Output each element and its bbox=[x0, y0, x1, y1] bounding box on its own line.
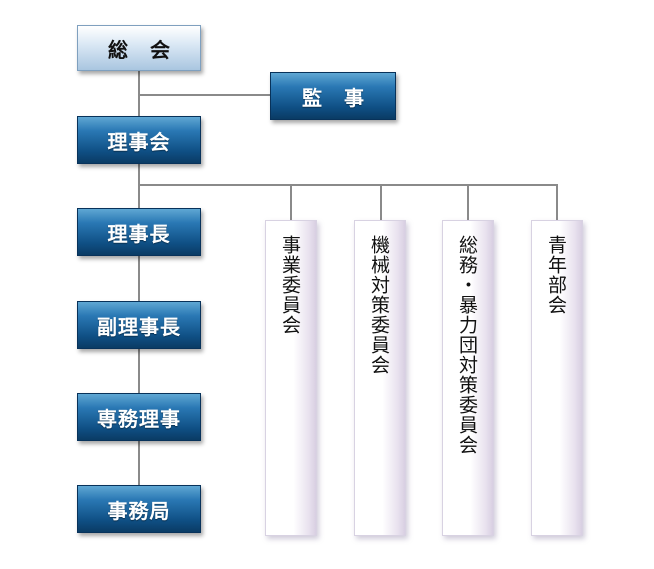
managing-director-label: 専務理事 bbox=[97, 406, 181, 431]
committee-connector-2 bbox=[380, 184, 382, 221]
committee-card-general-affairs: 総務・暴力団対策委員会 bbox=[442, 220, 494, 536]
secretariat-label: 事務局 bbox=[107, 498, 171, 523]
vice-chairman-box: 副理事長 bbox=[77, 301, 201, 349]
committee-label-business: 事業委員会 bbox=[279, 235, 301, 335]
board-label: 理事会 bbox=[107, 129, 171, 154]
general-assembly-label: 総会 bbox=[108, 37, 192, 62]
committee-card-youth: 青年部会 bbox=[531, 220, 583, 536]
vice-chairman-label: 副理事長 bbox=[97, 314, 181, 339]
secretariat-box: 事務局 bbox=[77, 485, 201, 533]
committee-label-machinery: 機械対策委員会 bbox=[368, 235, 390, 375]
board-box: 理事会 bbox=[77, 116, 201, 164]
main-vertical-connector bbox=[138, 70, 140, 485]
committee-connector-4 bbox=[556, 184, 558, 221]
auditor-label: 監事 bbox=[302, 85, 386, 110]
committee-connector-3 bbox=[467, 184, 469, 221]
committee-card-business: 事業委員会 bbox=[265, 220, 317, 536]
committee-label-general-affairs: 総務・暴力団対策委員会 bbox=[456, 235, 478, 455]
chairman-box: 理事長 bbox=[77, 208, 201, 256]
auditor-connector bbox=[138, 94, 270, 96]
auditor-box: 監事 bbox=[270, 72, 396, 120]
general-assembly-box: 総会 bbox=[77, 25, 201, 71]
committee-card-machinery: 機械対策委員会 bbox=[354, 220, 406, 536]
managing-director-box: 専務理事 bbox=[77, 393, 201, 441]
committee-connector-1 bbox=[290, 184, 292, 221]
committee-horizontal-connector bbox=[138, 184, 558, 186]
committee-label-youth: 青年部会 bbox=[545, 235, 567, 315]
chairman-label: 理事長 bbox=[107, 221, 171, 246]
